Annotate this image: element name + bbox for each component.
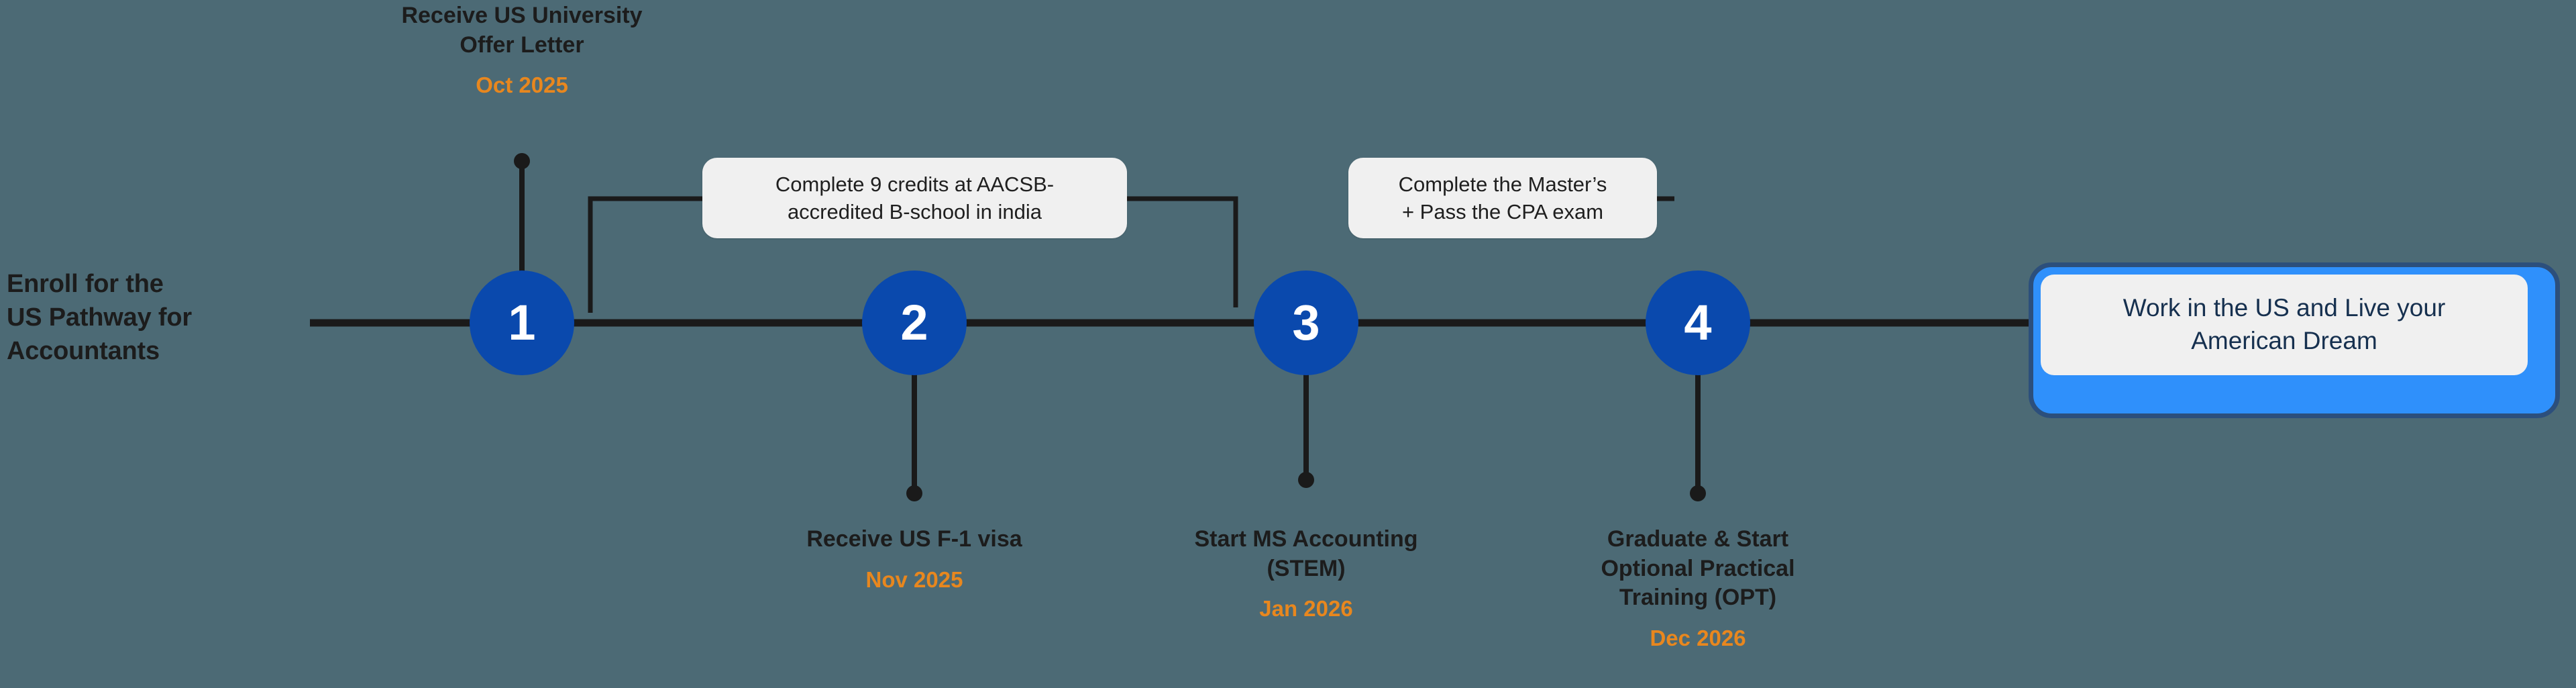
stem-dot-step1 <box>514 153 530 169</box>
milestone-offer-letter-title: Receive US University Offer Letter <box>401 3 643 58</box>
stem-dot-step3 <box>1298 472 1314 488</box>
milestone-ms-accounting-date: Jan 2026 <box>1259 596 1353 622</box>
callout-masters-cpa: Complete the Master’s + Pass the CPA exa… <box>1348 158 1657 238</box>
callout-aacsb-credits: Complete 9 credits at AACSB- accredited … <box>702 158 1127 238</box>
step-node-2[interactable]: 2 <box>862 271 967 375</box>
outcome-box[interactable]: Work in the US and Live your American Dr… <box>2029 262 2560 418</box>
milestone-opt: Graduate & Start Optional Practical Trai… <box>1497 525 1899 651</box>
step-node-4-number: 4 <box>1684 295 1712 350</box>
milestone-f1-visa-title: Receive US F-1 visa <box>806 526 1022 552</box>
milestone-f1-visa: Receive US F-1 visa Nov 2025 <box>713 525 1116 593</box>
stem-dot-step4 <box>1690 485 1706 501</box>
intro-line-1: Enroll for the <box>7 270 164 298</box>
step-node-3-number: 3 <box>1292 295 1320 350</box>
callout-aacsb-credits-text: Complete 9 credits at AACSB- accredited … <box>775 172 1055 224</box>
milestone-ms-accounting-title: Start MS Accounting (STEM) <box>1194 526 1418 581</box>
elbow-callout1-to-step3 <box>1127 196 1238 307</box>
milestone-offer-letter: Receive US University Offer Letter Oct 2… <box>321 1 723 98</box>
intro-label: Enroll for the US Pathway for Accountant… <box>7 267 295 368</box>
step-node-4[interactable]: 4 <box>1646 271 1750 375</box>
stem-dot-step2 <box>906 485 922 501</box>
milestone-ms-accounting: Start MS Accounting (STEM) Jan 2026 <box>1105 525 1507 622</box>
milestone-f1-visa-date: Nov 2025 <box>865 567 963 592</box>
intro-line-3: Accountants <box>7 337 160 366</box>
milestone-opt-date: Dec 2026 <box>1650 625 1746 650</box>
step-node-3[interactable]: 3 <box>1254 271 1358 375</box>
milestone-opt-title: Graduate & Start Optional Practical Trai… <box>1601 526 1795 611</box>
outcome-box-inner: Work in the US and Live your American Dr… <box>2041 275 2528 375</box>
outcome-text: Work in the US and Live your American Dr… <box>2123 294 2446 354</box>
step-node-1-number: 1 <box>508 295 536 350</box>
step-node-2-number: 2 <box>900 295 928 350</box>
intro-line-2: US Pathway for <box>7 303 192 332</box>
step-node-1[interactable]: 1 <box>470 271 574 375</box>
milestone-offer-letter-date: Oct 2025 <box>476 72 568 98</box>
callout-masters-cpa-text: Complete the Master’s + Pass the CPA exa… <box>1398 172 1607 224</box>
elbow-step1-to-callout1 <box>588 196 711 313</box>
